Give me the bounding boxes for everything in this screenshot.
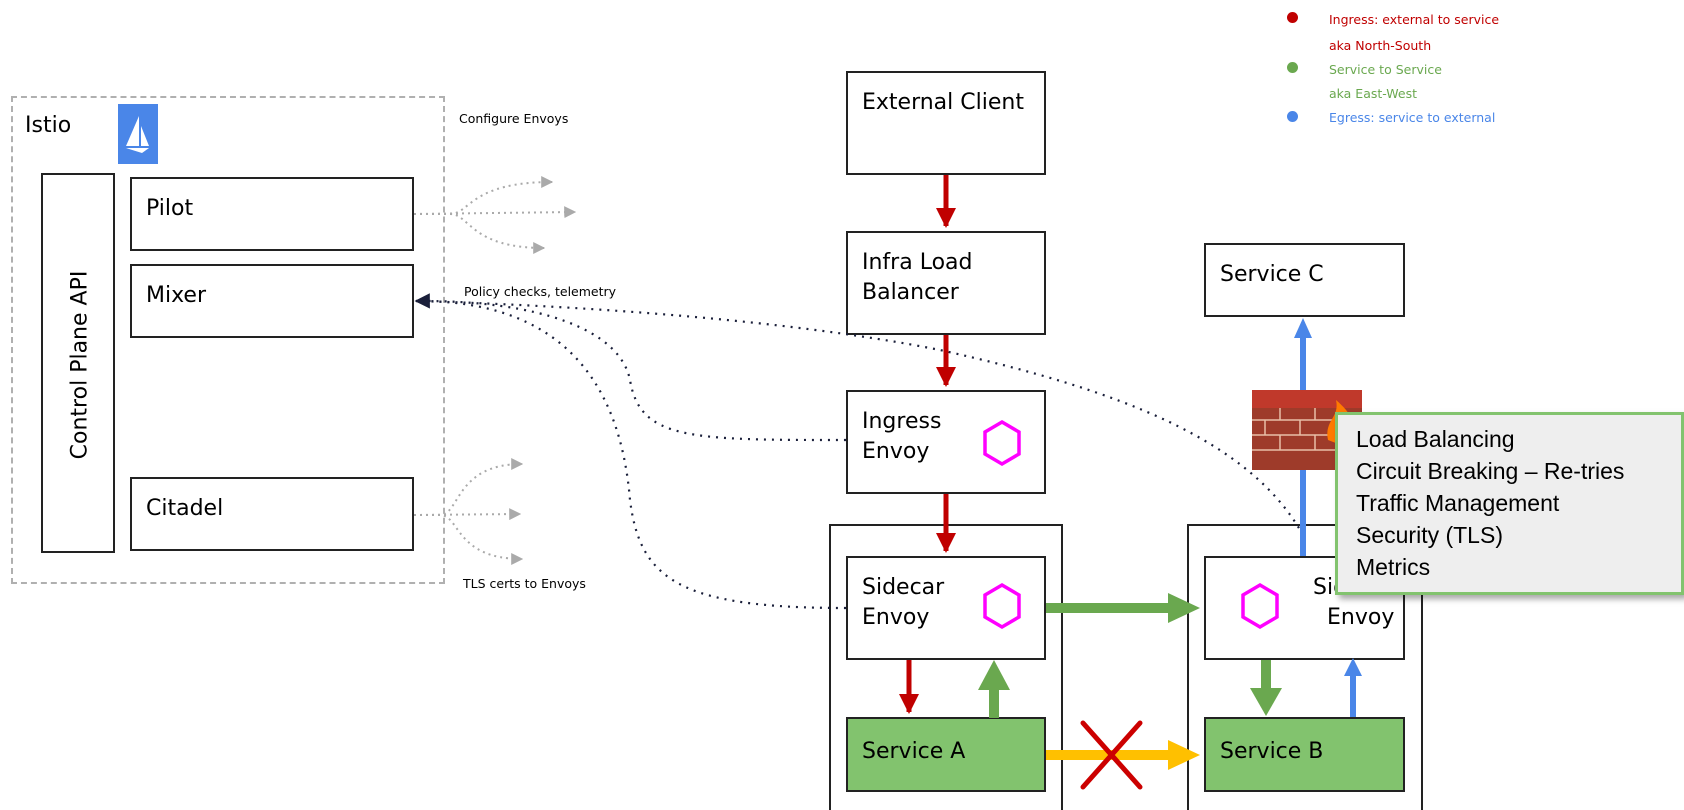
infra-load-balancer-label-2: Balancer: [862, 280, 959, 305]
mixer-label: Mixer: [146, 283, 207, 308]
legend-label-east-west: aka East-West: [1329, 86, 1418, 101]
pilot-box: Pilot: [130, 177, 414, 251]
service-c-label: Service C: [1220, 262, 1324, 287]
ingress-arrows: [899, 175, 956, 714]
sidecar-envoy-b-label-2: Envoy: [1327, 605, 1395, 630]
sidecar-envoy-a-label-2: Envoy: [862, 605, 930, 630]
external-client-box: External Client: [846, 71, 1046, 175]
citadel-cert-arrows: [413, 458, 524, 565]
sidecar-envoy-a-box: Sidecar Envoy: [846, 556, 1046, 660]
legend-label-egress: Egress: service to external: [1329, 110, 1496, 125]
mixer-box: Mixer: [130, 264, 414, 338]
configure-envoys-label: Configure Envoys: [459, 111, 569, 126]
telemetry-connectors: [414, 293, 1304, 610]
pilot-label: Pilot: [146, 196, 194, 221]
legend-label-north-south: aka North-South: [1329, 38, 1432, 53]
blocked-direct-arrow: [1046, 720, 1200, 790]
legend-label-service-to-service: Service to Service: [1329, 62, 1442, 77]
citadel-box: Citadel: [130, 477, 414, 551]
control-plane-api: Control Plane API: [41, 173, 115, 553]
hexagon-icon: [1241, 582, 1279, 630]
callout-item: Circuit Breaking – Re-tries: [1356, 458, 1625, 484]
service-to-service-arrows: [978, 593, 1282, 718]
callout-item: Load Balancing: [1356, 426, 1515, 452]
service-c-box: Service C: [1204, 243, 1405, 317]
service-b-box: Service B: [1204, 717, 1405, 792]
istio-control-plane-group: [11, 96, 445, 584]
ingress-envoy-label-1: Ingress: [862, 409, 942, 434]
service-a-label: Service A: [862, 739, 966, 764]
external-client-label: External Client: [862, 90, 1024, 115]
callout-item: Security (TLS): [1356, 522, 1503, 548]
legend-dot-egress: [1287, 111, 1298, 122]
policy-checks-label: Policy checks, telemetry: [464, 284, 617, 299]
service-a-box: Service A: [846, 717, 1046, 792]
sidecar-envoy-a-label-1: Sidecar: [862, 575, 945, 600]
tls-certs-label: TLS certs to Envoys: [463, 576, 586, 591]
istio-sail-icon: [126, 116, 149, 153]
infra-load-balancer-box: Infra Load Balancer: [846, 231, 1046, 335]
ingress-envoy-label-2: Envoy: [862, 439, 930, 464]
pilot-config-arrows: [413, 176, 577, 254]
callout-item: Metrics: [1356, 554, 1431, 580]
hexagon-icon: [983, 582, 1021, 630]
legend-dot-ingress: [1287, 12, 1298, 23]
callout-item: Traffic Management: [1356, 490, 1560, 516]
istio-logo: [118, 104, 158, 164]
cross-icon: [1080, 720, 1143, 790]
envoy-features-callout: Load Balancing Circuit Breaking – Re-tri…: [1335, 412, 1684, 595]
istio-title: Istio: [25, 113, 72, 138]
ingress-envoy-box: Ingress Envoy: [846, 390, 1046, 494]
hexagon-icon: [983, 419, 1021, 467]
sidecar-envoy-b-box: Sid Envoy: [1204, 556, 1405, 660]
citadel-label: Citadel: [146, 496, 224, 521]
legend-dot-service-to-service: [1287, 62, 1298, 73]
service-b-label: Service B: [1220, 739, 1324, 764]
infra-load-balancer-label-1: Infra Load: [862, 250, 973, 275]
legend-label-ingress: Ingress: external to service: [1329, 12, 1500, 27]
